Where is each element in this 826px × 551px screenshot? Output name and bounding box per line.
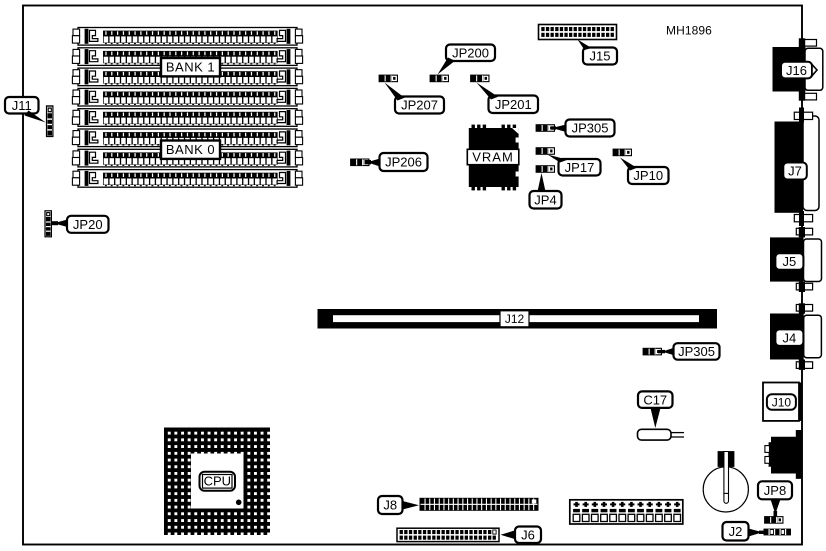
svg-text:MH1896: MH1896 [666, 24, 712, 38]
svg-text:J8: J8 [383, 498, 397, 513]
svg-text:BANK 1: BANK 1 [166, 60, 215, 75]
svg-text:JP8: JP8 [764, 483, 786, 498]
svg-text:JP206: JP206 [385, 155, 422, 170]
svg-text:JP305: JP305 [572, 121, 609, 136]
svg-text:J2: J2 [729, 524, 743, 539]
svg-text:J7: J7 [788, 164, 802, 179]
svg-text:JP17: JP17 [565, 160, 595, 175]
svg-text:JP10: JP10 [633, 168, 663, 183]
svg-text:J15: J15 [590, 49, 611, 64]
svg-text:VRAM: VRAM [472, 149, 514, 164]
svg-text:JP207: JP207 [401, 98, 438, 113]
svg-text:J10: J10 [772, 395, 792, 409]
svg-text:J12: J12 [505, 312, 525, 326]
svg-text:C17: C17 [643, 392, 667, 407]
svg-text:J4: J4 [783, 330, 797, 345]
svg-text:JP200: JP200 [452, 45, 489, 60]
svg-text:CPU: CPU [204, 474, 231, 489]
svg-text:J6: J6 [521, 527, 535, 542]
svg-text:JP305: JP305 [678, 344, 715, 359]
svg-text:BANK 0: BANK 0 [166, 142, 215, 157]
svg-text:JP201: JP201 [495, 97, 532, 112]
svg-text:JP20: JP20 [73, 217, 103, 232]
svg-text:J11: J11 [12, 98, 32, 113]
svg-text:J16: J16 [786, 63, 807, 78]
svg-text:J5: J5 [783, 254, 797, 269]
svg-text:JP4: JP4 [534, 192, 556, 207]
